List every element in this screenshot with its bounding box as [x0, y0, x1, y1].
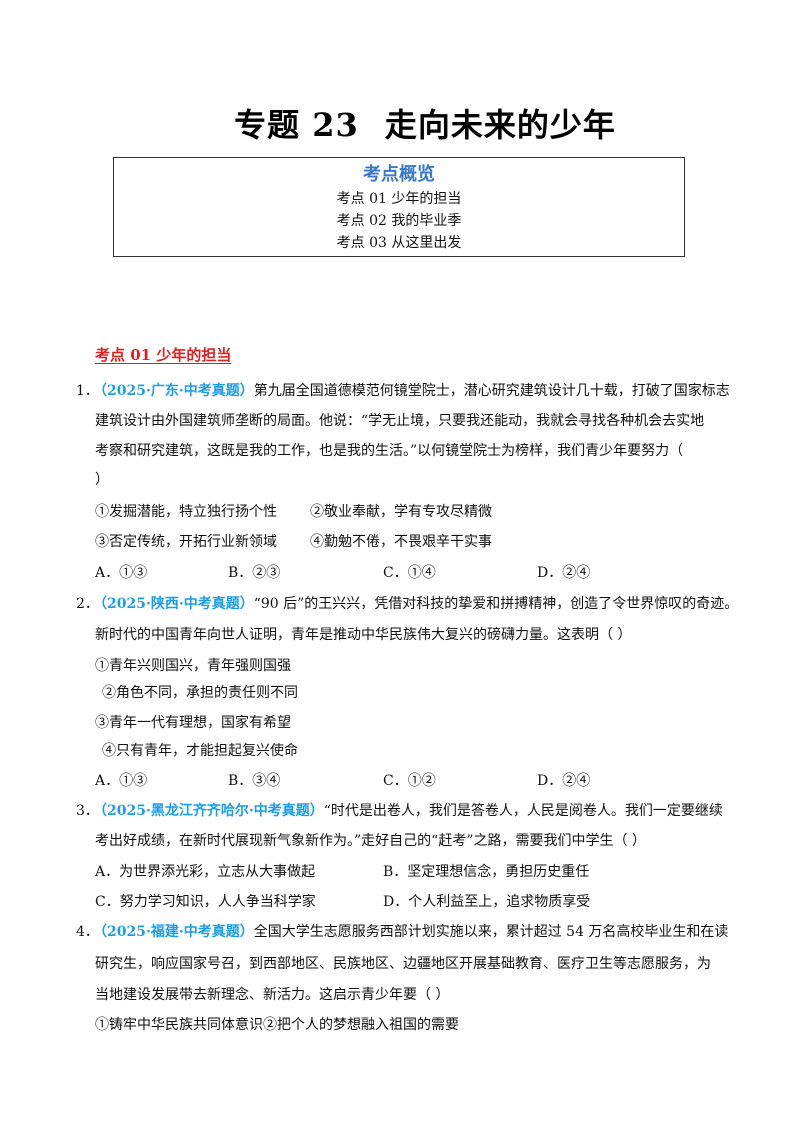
question-4-source: （2025·福建·中考真题）: [93, 924, 254, 940]
question-2-statement-4: ④只有青年，才能担起复兴使命: [102, 743, 298, 759]
question-1-option-a[interactable]: A．①③: [95, 565, 148, 581]
question-1-text-1: 第九届全国道德模范何镜堂院士，潜心研究建筑设计几十载，打破了国家标志: [253, 383, 730, 399]
overview-item-2: 考点 02 我的毕业季: [336, 213, 462, 229]
question-1-text-4: ）: [95, 472, 109, 488]
question-1-option-d[interactable]: D．②④: [537, 565, 591, 581]
overview-heading: 考点概览: [363, 164, 435, 185]
page-title: 专题 23 走向未来的少年: [0, 100, 800, 146]
question-4-text-1: 全国大学生志愿服务西部计划实施以来，累计超过 54 万名高校毕业生和在读: [253, 924, 729, 940]
question-2-option-b[interactable]: B．③④: [228, 773, 281, 789]
question-3-option-c[interactable]: C．努力学习知识，人人争当科学家: [95, 894, 316, 910]
title-prefix: 专题 23: [234, 106, 359, 144]
question-2-text-2: 新时代的中国青年向世人证明，青年是推动中华民族伟大复兴的磅礴力量。这表明（ ）: [95, 627, 632, 643]
overview-item-1: 考点 01 少年的担当: [336, 191, 462, 207]
question-2-option-c[interactable]: C．①②: [383, 773, 436, 789]
question-3-number: 3．: [76, 803, 99, 819]
question-1-statement-3: ③否定传统，开拓行业新领域: [95, 534, 277, 550]
question-1-statement-4: ④勤勉不倦，不畏艰辛干实事: [310, 534, 492, 550]
question-1-option-b[interactable]: B．②③: [228, 565, 281, 581]
overview-box: 考点概览 考点 01 少年的担当 考点 02 我的毕业季 考点 03 从这里出发: [113, 157, 685, 257]
question-3-option-d[interactable]: D．个人利益至上，追求物质享受: [383, 894, 591, 910]
section-heading-1: 考点 01 少年的担当: [95, 346, 232, 364]
question-4-number: 4．: [76, 924, 99, 940]
question-3-source: （2025·黑龙江齐齐哈尔·中考真题）: [93, 803, 324, 819]
question-3-text-2: 考出好成绩，在新时代展现新气象新作为。”走好自己的“赶考”之路，需要我们中学生（…: [95, 833, 646, 849]
question-2-text-1: “90 后”的王兴兴，凭借对科技的挚爱和拼搏精神，创造了令世界惊叹的奇迹。: [253, 596, 739, 612]
question-1-statement-2: ②敬业奉献，学有专攻尽精微: [310, 504, 492, 520]
question-2-statement-3: ③青年一代有理想，国家有希望: [95, 715, 291, 731]
question-2-option-a[interactable]: A．①③: [95, 773, 148, 789]
question-4-line-1: （2025·福建·中考真题）全国大学生志愿服务西部计划实施以来，累计超过 54 …: [93, 922, 728, 942]
question-2-statement-1: ①青年兴则国兴，青年强则国强: [95, 658, 291, 674]
question-3-option-b[interactable]: B．坚定理想信念，勇担历史重任: [383, 864, 590, 880]
question-1-text-2: 建筑设计由外国建筑师垄断的局面。他说：“学无止境，只要我还能动，我就会寻找各种机…: [95, 413, 705, 429]
question-2-statement-2: ②角色不同，承担的责任则不同: [102, 685, 298, 701]
question-1-line-1: （2025·广东·中考真题）第九届全国道德模范何镜堂院士，潜心研究建筑设计几十载…: [93, 381, 730, 401]
question-3-text-1: “时代是出卷人，我们是答卷人，人民是阅卷人。我们一定要继续: [323, 803, 723, 819]
question-4-statement-1: ①铸牢中华民族共同体意识②把个人的梦想融入祖国的需要: [95, 1017, 459, 1033]
question-1-text-3: 考察和研究建筑，这既是我的工作，也是我的生活。”以何镜堂院士为榜样，我们青少年要…: [95, 443, 684, 459]
question-3-line-1: （2025·黑龙江齐齐哈尔·中考真题）“时代是出卷人，我们是答卷人，人民是阅卷人…: [93, 801, 723, 821]
question-4-text-3: 当地建设发展带去新理念、新活力。这启示青少年要（ ）: [95, 987, 450, 1003]
title-main: 走向未来的少年: [384, 106, 616, 144]
question-1-source: （2025·广东·中考真题）: [93, 383, 254, 399]
question-1-number: 1．: [76, 383, 99, 399]
question-4-text-2: 研究生，响应国家号召，到西部地区、民族地区、边疆地区开展基础教育、医疗卫生等志愿…: [95, 956, 711, 972]
question-2-source: （2025·陕西·中考真题）: [93, 596, 254, 612]
question-1-statement-1: ①发掘潜能，特立独行扬个性: [95, 504, 277, 520]
question-2-line-1: （2025·陕西·中考真题）“90 后”的王兴兴，凭借对科技的挚爱和拼搏精神，创…: [93, 594, 738, 614]
question-3-option-a[interactable]: A．为世界添光彩，立志从大事做起: [95, 864, 316, 880]
overview-item-3: 考点 03 从这里出发: [336, 235, 462, 251]
question-2-number: 2．: [76, 596, 99, 612]
question-1-option-c[interactable]: C．①④: [383, 565, 436, 581]
question-2-option-d[interactable]: D．②④: [537, 773, 591, 789]
